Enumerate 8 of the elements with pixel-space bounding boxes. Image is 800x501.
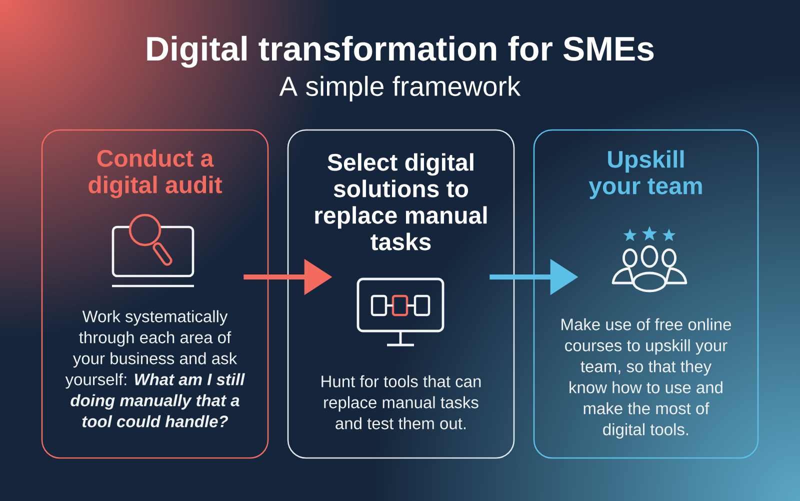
title: Digital transformation for SMEs (147, 36, 654, 68)
card-heading: Select digital solutions to replace manual tasks (315, 153, 487, 250)
body-text: Work systematically through each area of your business and ask yourself: What am I still doing manually that a tool could handle? (65, 310, 245, 428)
body-text: Make use of free online courses to upskill your team, so that they know how to use and make the most of digital tools. (562, 318, 731, 439)
card-heading: Conduct a digital audit (88, 149, 222, 198)
subtitle: A simple framework (279, 76, 521, 102)
card-heading: Upskill your team (588, 150, 702, 200)
body-text: Hunt for tools that can replace manual tasks and test them out. (322, 375, 481, 430)
